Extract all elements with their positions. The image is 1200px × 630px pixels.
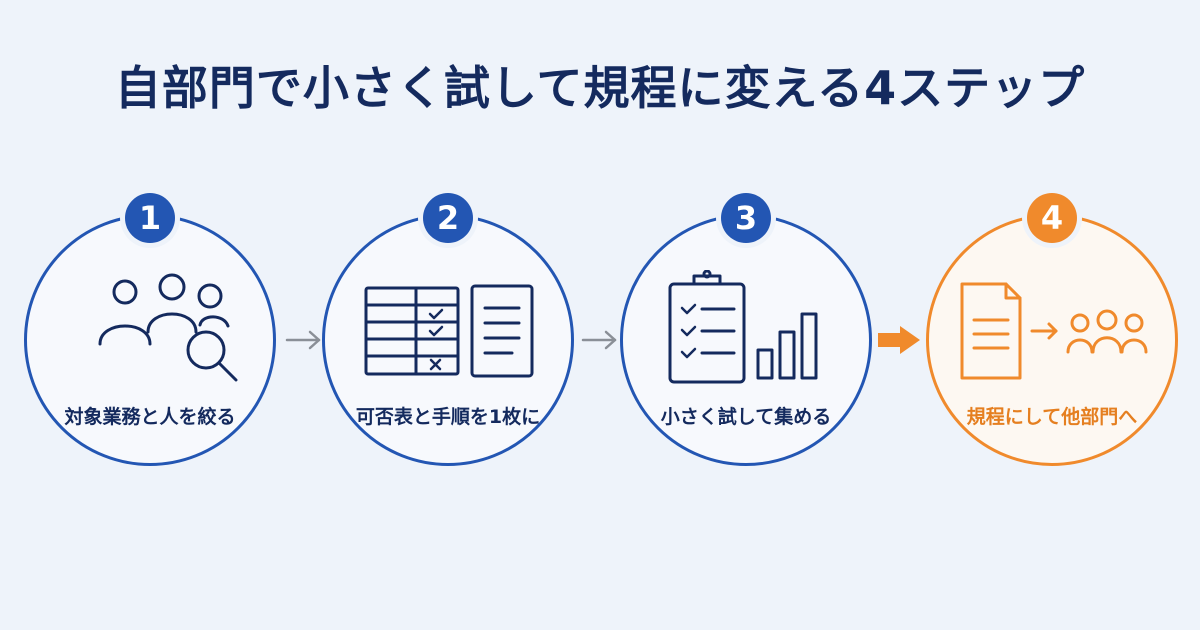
step-label: 可否表と手順を1枚に	[355, 406, 541, 428]
table-document-icon	[364, 284, 534, 378]
step-label: 規程にして他部門へ	[966, 406, 1138, 428]
document-to-people-icon	[960, 282, 1148, 380]
step-number-badge: 2	[423, 193, 473, 243]
step-number-badge: 3	[721, 193, 771, 243]
step-number-badge: 1	[125, 193, 175, 243]
step-4: 4 規程にして他部門へ	[926, 193, 1178, 466]
step-label: 対象業務と人を絞る	[64, 406, 236, 428]
step-3: 3 小さく試して集める	[620, 193, 872, 466]
arrow-right-icon	[581, 330, 617, 350]
step-number-badge: 4	[1027, 193, 1077, 243]
step-label: 小さく試して集める	[660, 406, 832, 428]
step-2: 2 可否表と手順を1枚に	[322, 193, 574, 466]
arrow-right-bold-icon	[878, 326, 920, 354]
clipboard-chart-icon	[668, 270, 818, 384]
people-search-icon	[98, 273, 238, 382]
step-1: 1 対象業務と人を絞る	[24, 193, 276, 466]
arrow-right-icon	[285, 330, 321, 350]
page-title: 自部門で小さく試して規程に変える4ステップ	[114, 61, 1086, 115]
